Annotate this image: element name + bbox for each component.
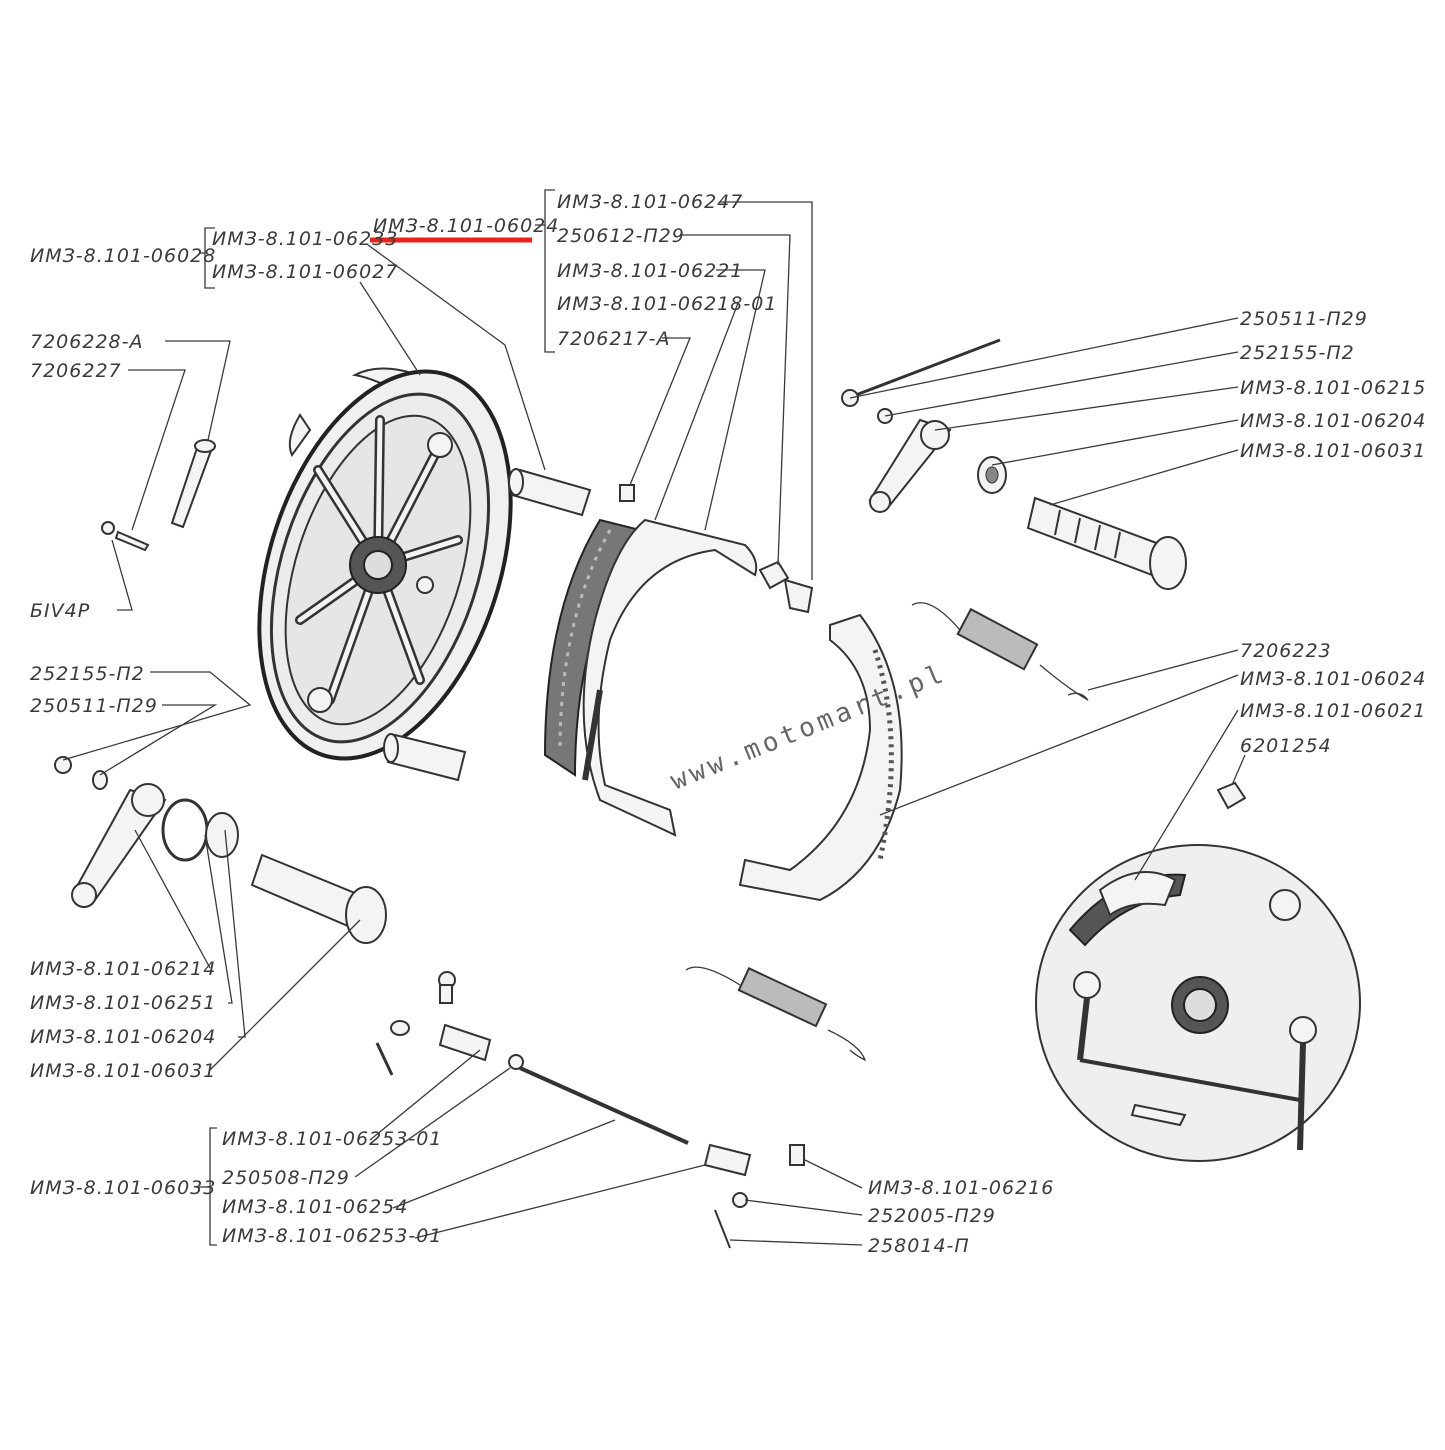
spring-upper (911, 602, 1089, 701)
label-7206217: 7206217-А (557, 328, 670, 350)
label-imz-06216: ИМЗ-8.101-06216 (868, 1177, 1054, 1199)
brake-shoe-left (582, 518, 758, 837)
label-imz-06021: ИМЗ-8.101-06021 (1240, 700, 1426, 722)
label-imz-06031-left: ИМЗ-8.101-06031 (30, 1060, 216, 1082)
watermark: www.motomart.pl (666, 658, 951, 796)
backing-plate (1035, 844, 1361, 1162)
label-250511-left: 250511-П29 (30, 695, 158, 717)
label-imz-06254: ИМЗ-8.101-06254 (222, 1196, 408, 1218)
screw-7206217 (619, 484, 635, 502)
label-7206227: 7206227 (30, 360, 122, 382)
label-252155-right: 252155-П2 (1240, 342, 1355, 364)
cam-lever-left (54, 756, 387, 944)
label-imz-06218: ИМЗ-8.101-06218-01 (557, 293, 777, 315)
label-imz-06024-right: ИМЗ-8.101-06024 (1240, 668, 1426, 690)
pin-7206228 (170, 439, 216, 529)
label-imz-06251: ИМЗ-8.101-06251 (30, 992, 216, 1014)
nut-250612 (758, 560, 790, 590)
label-imz-06204-right: ИМЗ-8.101-06204 (1240, 410, 1426, 432)
cam-lever-right (841, 338, 1187, 590)
label-252005: 252005-П29 (868, 1205, 996, 1227)
brake-drum (257, 367, 513, 761)
bolt-06247 (783, 578, 814, 614)
label-imz-06031-right: ИМЗ-8.101-06031 (1240, 440, 1426, 462)
label-6201254: 6201254 (1240, 735, 1332, 757)
cotter-small (101, 521, 150, 552)
label-imz-06028: ИМЗ-8.101-06028 (30, 245, 216, 267)
label-7206228: 7206228-А (30, 331, 143, 353)
label-250511-right: 250511-П29 (1240, 308, 1368, 330)
label-7206223: 7206223 (1240, 640, 1332, 662)
label-imz-06204-left: ИМЗ-8.101-06204 (30, 1026, 216, 1048)
label-252155-left: 252155-П2 (30, 663, 145, 685)
label-imz-06215: ИМЗ-8.101-06215 (1240, 377, 1426, 399)
label-250508: 250508-П29 (222, 1167, 350, 1189)
bushing-lower (383, 733, 467, 782)
label-imz-06214: ИМЗ-8.101-06214 (30, 958, 216, 980)
label-imz-06221: ИМЗ-8.101-06221 (557, 260, 743, 282)
label-imz-06233: ИМЗ-8.101-06233 (212, 228, 398, 250)
label-imz-06247: ИМЗ-8.101-06247 (557, 191, 743, 213)
label-imz-06253-top: ИМЗ-8.101-06253-01 (222, 1128, 442, 1150)
label-imz-06253-bottom: ИМЗ-8.101-06253-01 (222, 1225, 442, 1247)
label-258014: 258014-П (868, 1235, 970, 1257)
label-250612: 250612-П29 (557, 225, 685, 247)
part-labels: ИМЗ-8.101-06024 ИМЗ-8.101-06028 ИМЗ-8.10… (30, 191, 1426, 1257)
bushing-upper (508, 468, 592, 517)
label-imz-06024-top: ИМЗ-8.101-06024 (373, 215, 559, 237)
label-5iv4p: БIV4Р (30, 600, 90, 622)
linkage-rod (375, 971, 805, 1249)
spring-lower (685, 966, 867, 1062)
label-imz-06033: ИМЗ-8.101-06033 (30, 1177, 216, 1199)
nut-6201254 (1216, 781, 1247, 810)
brake-shoe-right (738, 613, 903, 902)
label-imz-06027: ИМЗ-8.101-06027 (212, 261, 398, 283)
leader-lines (62, 189, 1246, 1246)
